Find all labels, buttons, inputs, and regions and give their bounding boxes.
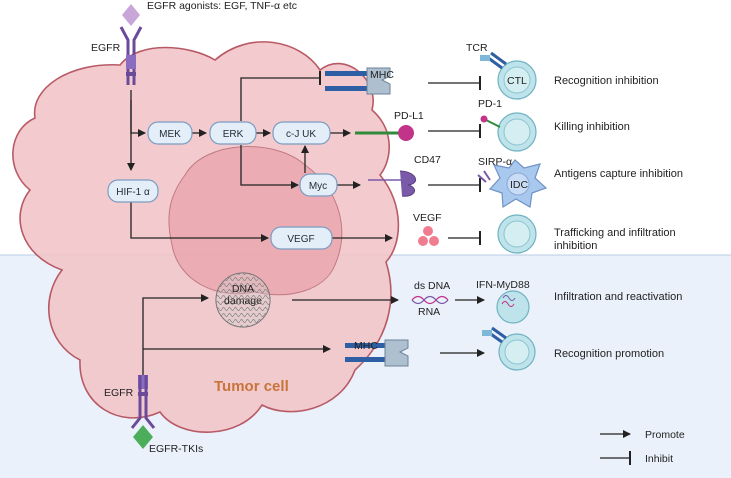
svg-text:HIF-1 α: HIF-1 α: [116, 187, 150, 198]
egfr-receptor-bottom: [130, 375, 156, 429]
vegf-secreted: [418, 226, 439, 246]
mhc-top-label: MHC: [370, 69, 394, 81]
outcome-antigens-capture-inhibition: Antigens capture inhibition: [554, 168, 683, 180]
dna-damage-line2: damage: [224, 295, 262, 307]
ctl-cell: [480, 51, 537, 100]
arrow-egfr-mek: [130, 100, 146, 137]
arrow-egfr-dna: [142, 294, 209, 385]
ifn-label: IFN-MyD88: [476, 279, 530, 291]
erk-node: ERK: [209, 121, 257, 145]
inhibit-erk-mhc: [240, 71, 321, 121]
vegf-secreted-label: VEGF: [413, 212, 442, 224]
arrow-erk-myc: [240, 145, 299, 189]
egfr-agonist: [122, 4, 140, 26]
vegf-node: VEGF: [270, 226, 333, 250]
mhc-top: [325, 67, 391, 95]
mek-node: MEK: [147, 121, 193, 145]
outcome-recognition-inhibition: Recognition inhibition: [554, 75, 659, 87]
egfr-bottom-label: EGFR: [104, 387, 134, 399]
mhc-bottom-label: MHC: [354, 340, 378, 352]
legend-promote-label: Promote: [645, 429, 685, 441]
outcome-killing-inhibition: Killing inhibition: [554, 121, 630, 133]
ctl-label: CTL: [507, 75, 527, 87]
trafficking-cell: [497, 214, 537, 254]
dna-damage-line1: DNA: [232, 283, 254, 295]
tki-diamond-icon: [133, 425, 153, 449]
mhc-bottom: [345, 339, 409, 367]
egfr-receptor-top: [119, 26, 143, 85]
svg-text:c-J UK: c-J UK: [286, 129, 316, 140]
tcr-label: TCR: [466, 42, 488, 54]
tumor-cell-label: Tumor cell: [214, 378, 289, 395]
idc-label: IDC: [510, 179, 529, 191]
hif-node: HIF-1 α: [107, 179, 159, 203]
pdl1-label: PD-L1: [394, 110, 424, 122]
outcome-trafficking-line1: Trafficking and infiltration: [554, 227, 676, 239]
tki-label: EGFR-TKIs: [149, 443, 203, 455]
dsdna-rna: [411, 295, 449, 305]
ifn-cell: [496, 290, 530, 324]
myc-node: Myc: [299, 173, 338, 197]
pd1-label: PD-1: [478, 98, 502, 110]
pdl1: [355, 125, 414, 141]
dsdna-label: ds DNA: [414, 280, 450, 292]
svg-text:MEK: MEK: [159, 129, 181, 140]
outcome-infiltration-reactivation: Infiltration and reactivation: [554, 291, 682, 303]
idc-cell: [477, 159, 548, 209]
cd47: [368, 170, 416, 197]
cd47-label: CD47: [414, 154, 441, 166]
sirp-label: SIRP-α: [478, 156, 512, 168]
svg-text:VEGF: VEGF: [287, 234, 314, 245]
pd1-cell: [480, 112, 537, 152]
dna-damage: [215, 272, 271, 328]
promotion-cell: [482, 326, 536, 371]
egfr-top-label: EGFR: [91, 42, 121, 54]
agonist-label: EGFR agonists: EGF, TNF-α etc: [147, 0, 297, 12]
outcome-recognition-promotion: Recognition promotion: [554, 348, 664, 360]
outcome-trafficking-line2: inhibition: [554, 240, 597, 252]
rna-label: RNA: [418, 306, 440, 318]
agonist-diamond-icon: [122, 4, 140, 26]
svg-text:ERK: ERK: [223, 129, 244, 140]
legend-inhibit-label: Inhibit: [645, 453, 673, 465]
svg-text:Myc: Myc: [309, 181, 327, 192]
cjuk-node: c-J UK: [272, 121, 331, 145]
arrow-hif-vegf: [130, 200, 269, 242]
